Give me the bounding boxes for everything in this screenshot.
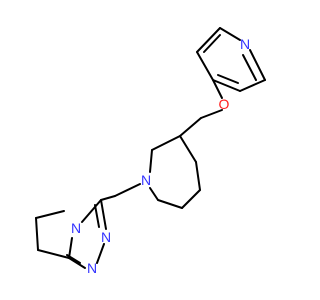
atom-labels: N O N N N N (71, 36, 250, 276)
pyridine-nitrogen-label: N (240, 36, 250, 52)
triazole-nitrogen-label: N (101, 229, 111, 245)
pyrrolidine-ring (35, 210, 70, 259)
molecule-canvas: N O N N N N (35, 27, 266, 276)
bond (157, 199, 183, 209)
bond (94, 204, 100, 228)
bond (179, 135, 197, 163)
bond (196, 27, 221, 53)
triazole-nitrogen-label: N (87, 260, 97, 276)
triazole-ring (66, 199, 107, 269)
pyridine-ring (196, 27, 266, 92)
triazole-nitrogen-label: N (71, 220, 81, 236)
methylene-linker (100, 183, 141, 201)
bond (217, 74, 239, 84)
bond (100, 199, 107, 230)
bond (195, 161, 201, 191)
piperidine-ring (149, 135, 201, 209)
bond (149, 187, 159, 201)
ether-oxygen-label: O (219, 96, 230, 112)
molecule-drawing: N O N N N N (35, 27, 266, 276)
bond (68, 257, 86, 269)
bond (239, 79, 266, 92)
bond (212, 79, 223, 99)
bond (200, 109, 223, 119)
bond (196, 51, 214, 81)
bond (242, 54, 257, 81)
bond (37, 249, 70, 259)
bond (249, 49, 266, 81)
bond (100, 195, 116, 201)
piperidine-nitrogen-label: N (141, 172, 151, 188)
bond (96, 243, 105, 264)
bond (219, 27, 241, 41)
bond (179, 117, 202, 137)
bond (151, 135, 181, 151)
bond (35, 210, 65, 219)
bond (114, 183, 141, 197)
bond (149, 149, 153, 173)
bond (81, 199, 102, 223)
bond (181, 189, 201, 209)
bond (68, 237, 73, 259)
ether-linker (179, 79, 223, 137)
bond (203, 34, 221, 53)
bond (35, 217, 39, 251)
bond (212, 79, 241, 92)
